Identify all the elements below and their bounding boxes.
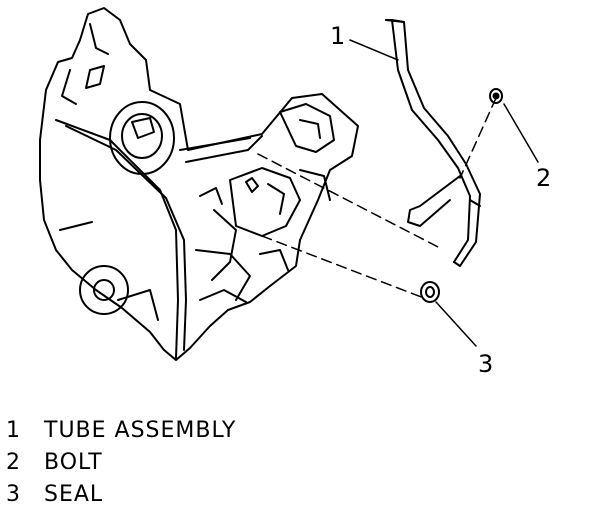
seal-part: [420, 281, 440, 303]
parts-legend: 1 TUBE ASSEMBLY 2 BOLT 3 SEAL: [0, 418, 592, 514]
legend-number: 2: [6, 450, 21, 475]
callout-number-1: 1: [330, 22, 345, 50]
callout-leader-2: [503, 103, 539, 163]
legend-number: 1: [6, 418, 21, 443]
tube-assembly: [385, 19, 481, 267]
legend-item: 2 BOLT: [0, 450, 592, 482]
callout-number-3: 3: [478, 350, 493, 378]
legend-item: 1 TUBE ASSEMBLY: [0, 418, 592, 450]
engine-block-illustration: [39, 7, 359, 361]
legend-label: TUBE ASSEMBLY: [44, 418, 237, 443]
callout-leader-1: [349, 39, 399, 61]
alignment-line-bolt: [459, 97, 497, 179]
exploded-view-diagram: 1 2 3: [39, 7, 551, 378]
alignment-line-lower: [261, 235, 425, 299]
legend-label: BOLT: [44, 450, 103, 475]
legend-number: 3: [6, 482, 21, 507]
legend-label: SEAL: [44, 482, 104, 507]
alignment-line-upper: [257, 153, 441, 249]
legend-item: 3 SEAL: [0, 482, 592, 514]
bolt-part: [489, 88, 503, 104]
callout-number-2: 2: [536, 164, 551, 192]
callout-leader-3: [435, 301, 477, 347]
